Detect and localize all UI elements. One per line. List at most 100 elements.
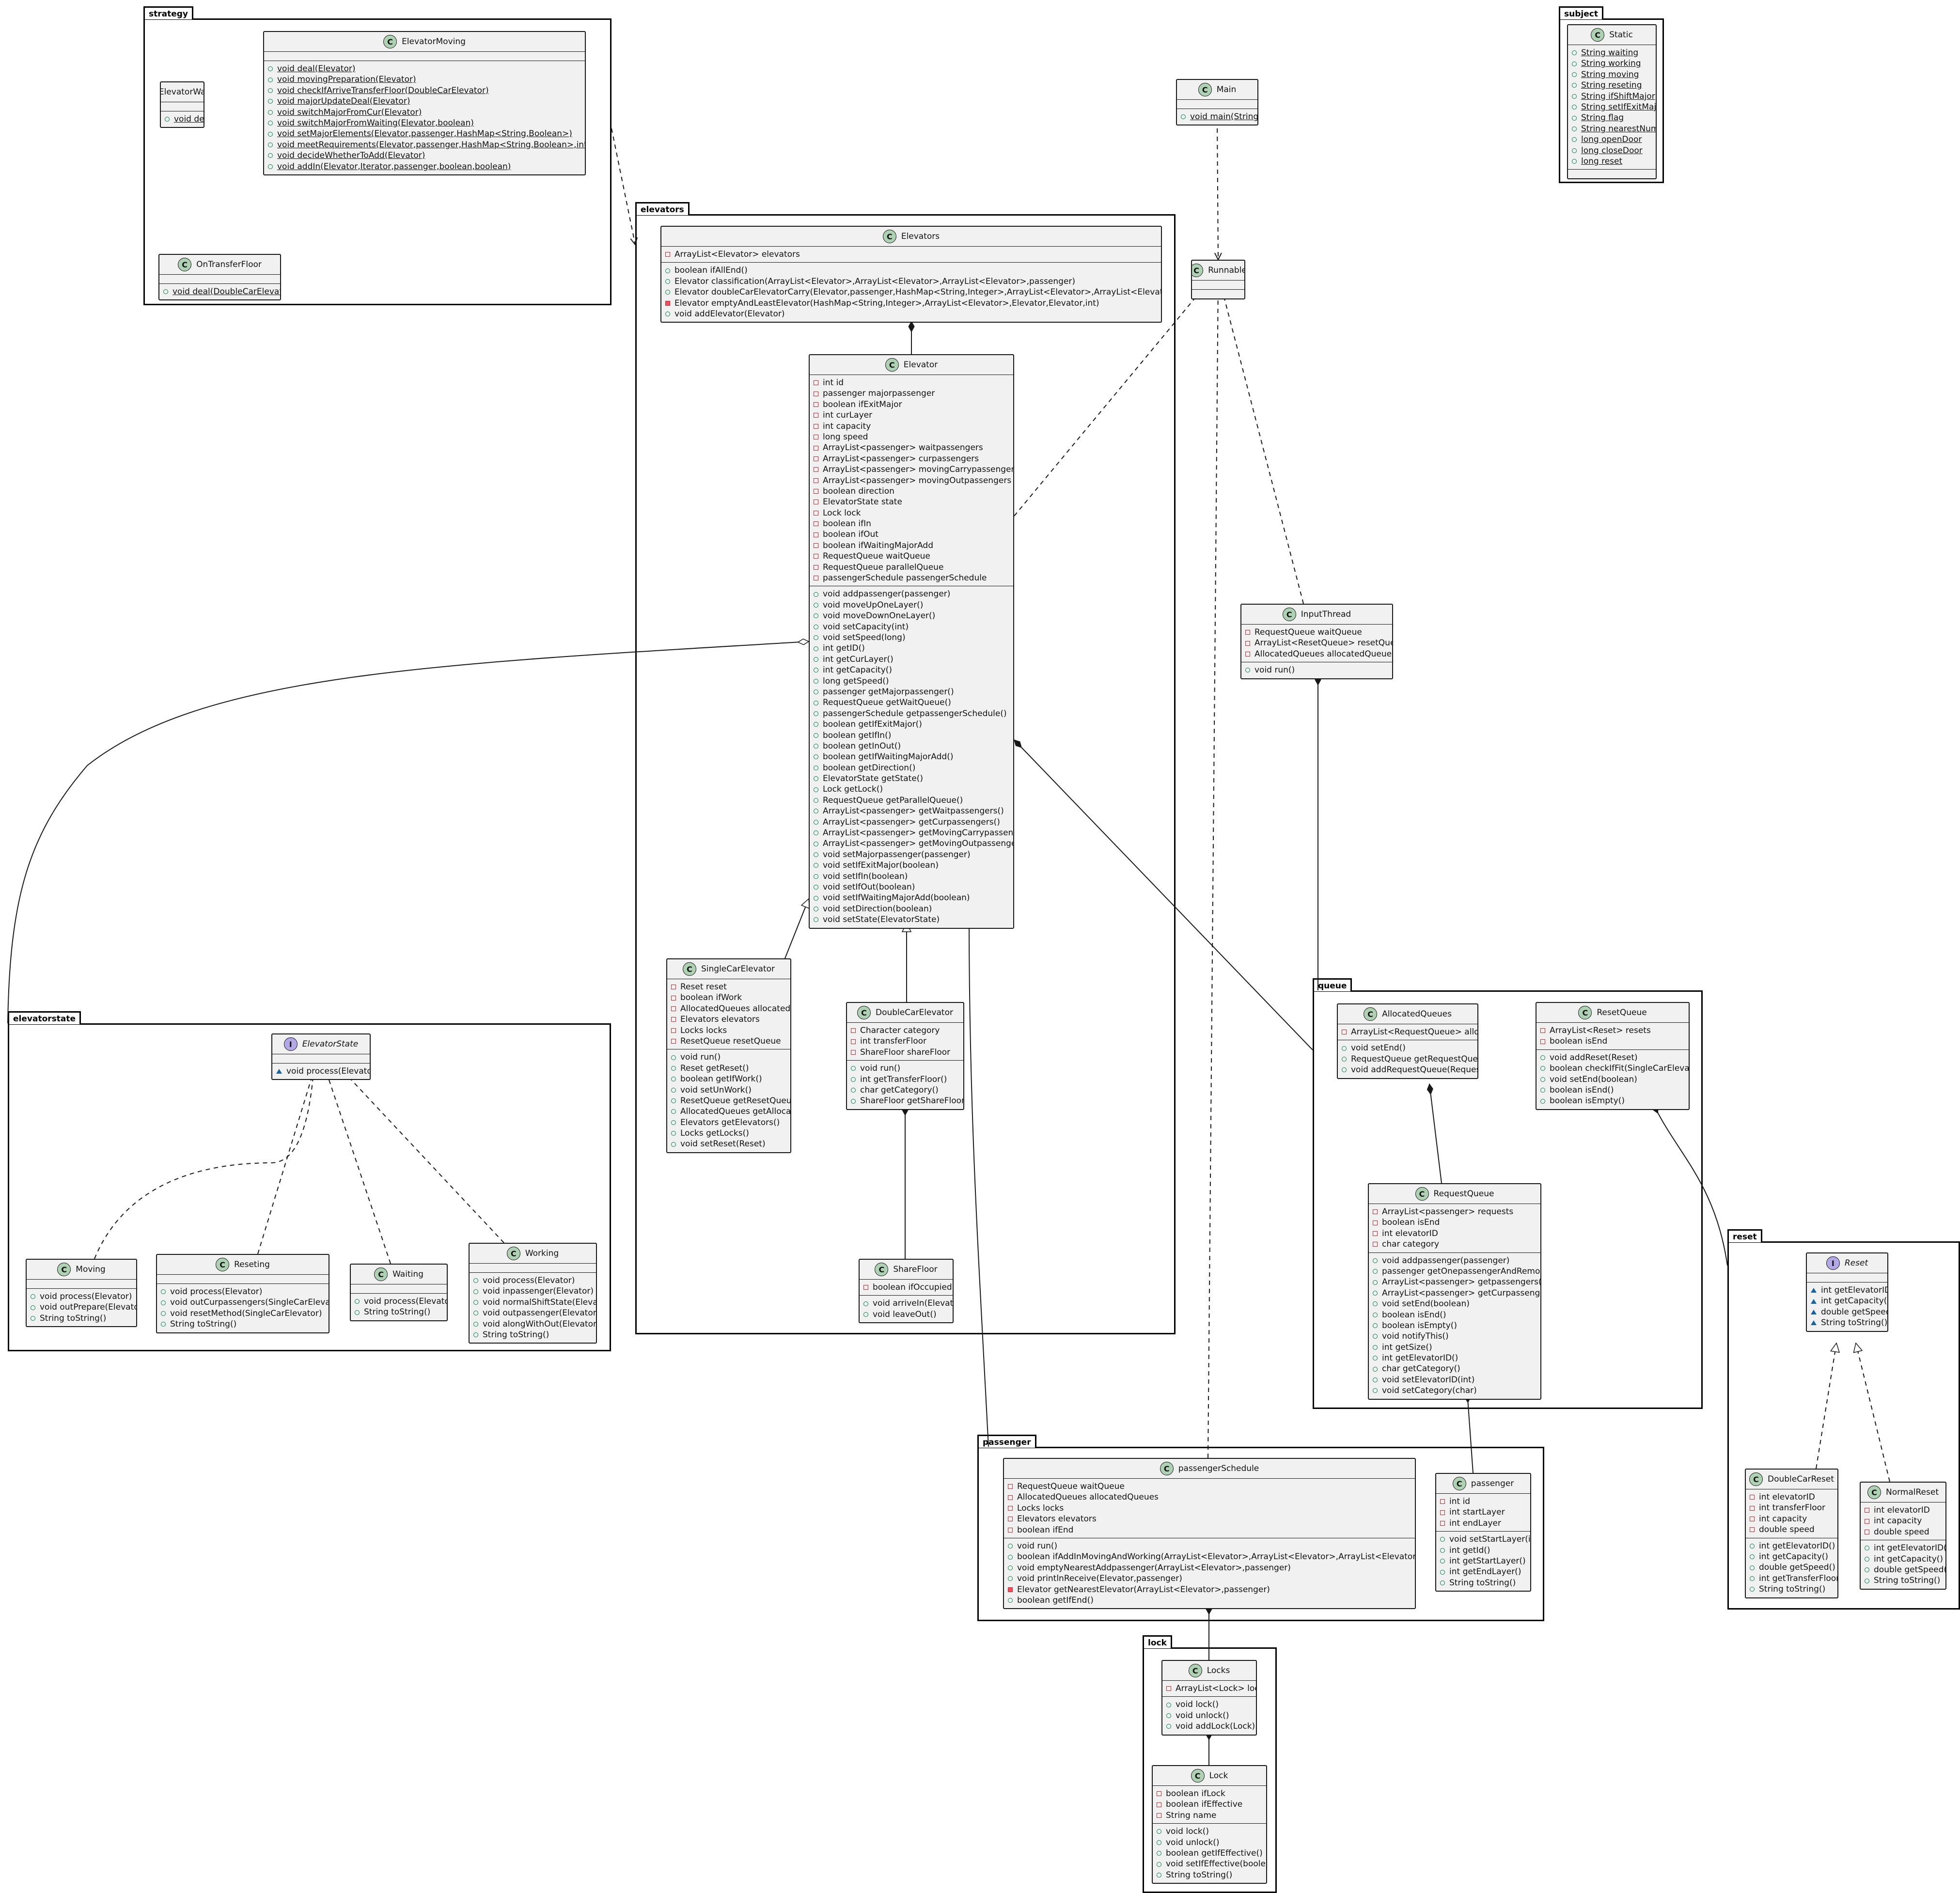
visibility-public-icon <box>1865 1556 1869 1562</box>
method-text: int getTransferFloor() <box>860 1074 947 1084</box>
methods-section: void deal(Elevator) <box>161 111 204 127</box>
fields-section: ArrayList<Elevator> elevators <box>661 247 1161 262</box>
field: AllocatedQueues allocatedQueues <box>667 1003 790 1014</box>
field: String moving <box>1568 69 1656 80</box>
class-badge-icon: C <box>57 1263 71 1276</box>
method: void decideWhetherToAdd(Elevator) <box>264 150 585 161</box>
class-badge-icon: C <box>1867 1486 1881 1499</box>
class-name: SingleCarElevator <box>701 964 775 974</box>
package-reset: reset <box>1727 1229 1960 1610</box>
visibility-public-icon <box>1750 1587 1755 1592</box>
method-text: void setState(ElevatorState) <box>823 915 940 925</box>
class-badge-icon: C <box>383 35 397 48</box>
visibility-private-icon <box>1157 1802 1161 1807</box>
visibility-private-icon <box>851 1049 856 1055</box>
visibility-public-icon <box>1540 1066 1545 1071</box>
visibility-private-icon <box>1373 1220 1378 1225</box>
method: void setIfEffective(boolean) <box>1153 1859 1266 1869</box>
fields-section: boolean ifOccupied <box>860 1280 953 1295</box>
visibility-public-icon <box>814 809 818 814</box>
class-ElevatorWaiting[interactable]: CElevatorWaitingvoid deal(Elevator) <box>160 81 204 128</box>
field: ArrayList<Lock> locks <box>1162 1683 1256 1694</box>
method-text: int getTransferFloor() <box>1759 1573 1838 1583</box>
field: Reset reset <box>667 982 790 992</box>
method-text: void setMajorElements(Elevator,passenger… <box>277 129 572 139</box>
field-text: AllocatedQueues allocatedQueues <box>1017 1492 1159 1502</box>
visibility-public-icon <box>268 77 273 82</box>
fields-section <box>159 275 280 283</box>
method: void normalShiftState(Elevator) <box>470 1297 596 1308</box>
relation-dependency-Main-to-Runnable <box>1217 120 1218 260</box>
field-text: ArrayList<passenger> waitpassengers <box>823 443 983 453</box>
field: double speed <box>1746 1524 1837 1535</box>
visibility-private-icon <box>1750 1516 1755 1521</box>
field-text: int curLayer <box>823 410 873 421</box>
visibility-public-icon <box>268 164 273 169</box>
method: void resetMethod(SingleCarElevator) <box>157 1308 329 1319</box>
visibility-public-icon <box>863 1312 868 1317</box>
method-text: void run() <box>1254 665 1295 675</box>
method-text: void setReset(Reset) <box>680 1139 766 1149</box>
method: void printlnReceive(Elevator,passenger) <box>1004 1573 1415 1584</box>
class-name: Reseting <box>234 1260 270 1269</box>
method: ElevatorState getState() <box>810 773 1013 784</box>
visibility-public-icon <box>1572 137 1577 142</box>
class-badge-icon: C <box>1198 83 1212 96</box>
field-text: boolean ifEffective <box>1166 1799 1243 1810</box>
method-text: void addRequestQueue(RequestQueue) <box>1351 1065 1477 1075</box>
method: void alongWithOut(Elevator) <box>470 1319 596 1330</box>
class-name: Elevator <box>903 360 938 370</box>
visibility-public-icon <box>473 1278 478 1283</box>
field-text: int id <box>1449 1497 1471 1506</box>
field: passenger majorpassenger <box>810 388 1013 399</box>
method: String toString() <box>1436 1578 1530 1588</box>
package-tab-strategy: strategy <box>143 6 194 19</box>
field-text: String flag <box>1581 113 1624 123</box>
visibility-public-icon <box>268 131 273 137</box>
visibility-public-icon <box>1865 1578 1869 1583</box>
method-text: void meetRequirements(Elevator,passenger… <box>277 140 585 150</box>
class-badge-icon: C <box>178 258 192 271</box>
visibility-public-icon <box>165 117 170 122</box>
method-text: int getSize() <box>1382 1342 1432 1352</box>
method: ResetQueue getResetQueue() <box>667 1095 790 1106</box>
class-name: passengerSchedule <box>1178 1464 1259 1473</box>
method-text: boolean getIfExitMajor() <box>823 720 922 730</box>
method-text: boolean isEmpty() <box>1550 1096 1625 1106</box>
field-text: ArrayList<Reset> resets <box>1550 1026 1651 1035</box>
method: boolean getIfWaitingMajorAdd() <box>810 751 1013 762</box>
method: int getEndLayer() <box>1436 1566 1530 1577</box>
methods-section: void run()Reset getReset()boolean getIfW… <box>667 1049 790 1152</box>
field-text: Locks locks <box>680 1025 727 1035</box>
